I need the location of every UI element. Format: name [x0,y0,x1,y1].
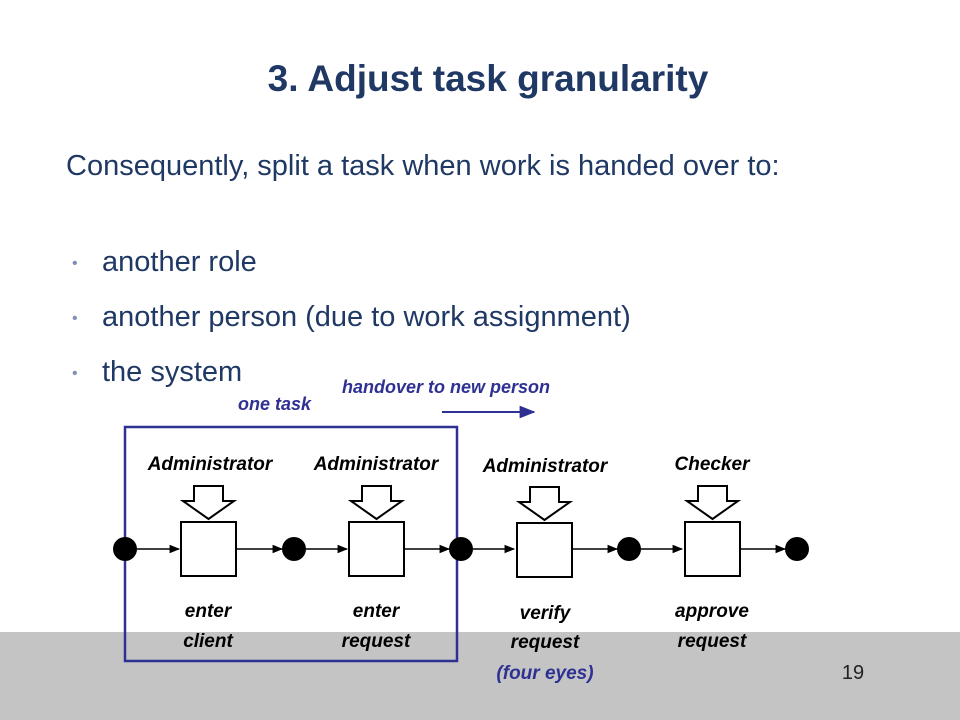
body-text: Consequently, split a task when work is … [66,148,886,388]
bullet-dot-icon: • [72,255,78,272]
task-role-label: Administrator [313,454,440,475]
task-box [684,521,741,577]
task-role-label: Administrator [147,454,274,475]
bullet-item-another-person: • another person (due to work assignment… [72,299,631,336]
task-label-line3: (four eyes) [496,663,593,684]
task-box [348,521,405,577]
intro-paragraph: Consequently, split a task when work is … [66,150,780,182]
state-circle-4 [617,537,641,561]
bullet-dot-icon: • [72,310,78,327]
bullet-text: another role [102,246,257,278]
task-label-line2: request [678,631,747,652]
state-circle-3 [449,537,473,561]
task-label-line1: enter [353,601,401,622]
work-item-arrow-icon [515,486,574,522]
task-label-line2: request [342,631,411,652]
work-item-arrow-icon [683,485,742,521]
handover-label: handover to new person [342,377,550,397]
task-approve-request: Checker approve request [675,454,752,652]
state-circle-2 [282,537,306,561]
bullet-item-another-role: • another role [72,244,257,281]
work-item-arrow-icon [179,485,238,521]
page-number: 19 [841,662,865,684]
task-box [180,521,237,577]
task-label-line1: enter [185,601,233,622]
task-box [516,522,573,578]
bullet-dot-icon: • [72,365,78,382]
task-verify-request: Administrator verify request (four eyes) [482,456,609,684]
task-role-label: Administrator [482,456,609,477]
state-circle-end [785,537,809,561]
bullet-text: the system [102,356,243,388]
task-role-label: Checker [675,454,752,475]
bullet-item-the-system: • the system [72,354,243,391]
task-label-line2: client [183,631,233,652]
slide-title: 3. Adjust task granularity [267,58,709,99]
bullet-text: another person (due to work assignment) [102,301,631,333]
footer-band [0,632,960,720]
work-item-arrow-icon [347,485,406,521]
task-enter-request: Administrator enter request [313,454,440,652]
task-label-line1: approve [675,601,749,622]
state-circle-start [113,537,137,561]
task-enter-client: Administrator enter client [147,454,274,652]
one-task-label: one task [238,394,312,414]
task-label-line2: request [511,632,580,653]
task-label-line1: verify [520,603,572,624]
